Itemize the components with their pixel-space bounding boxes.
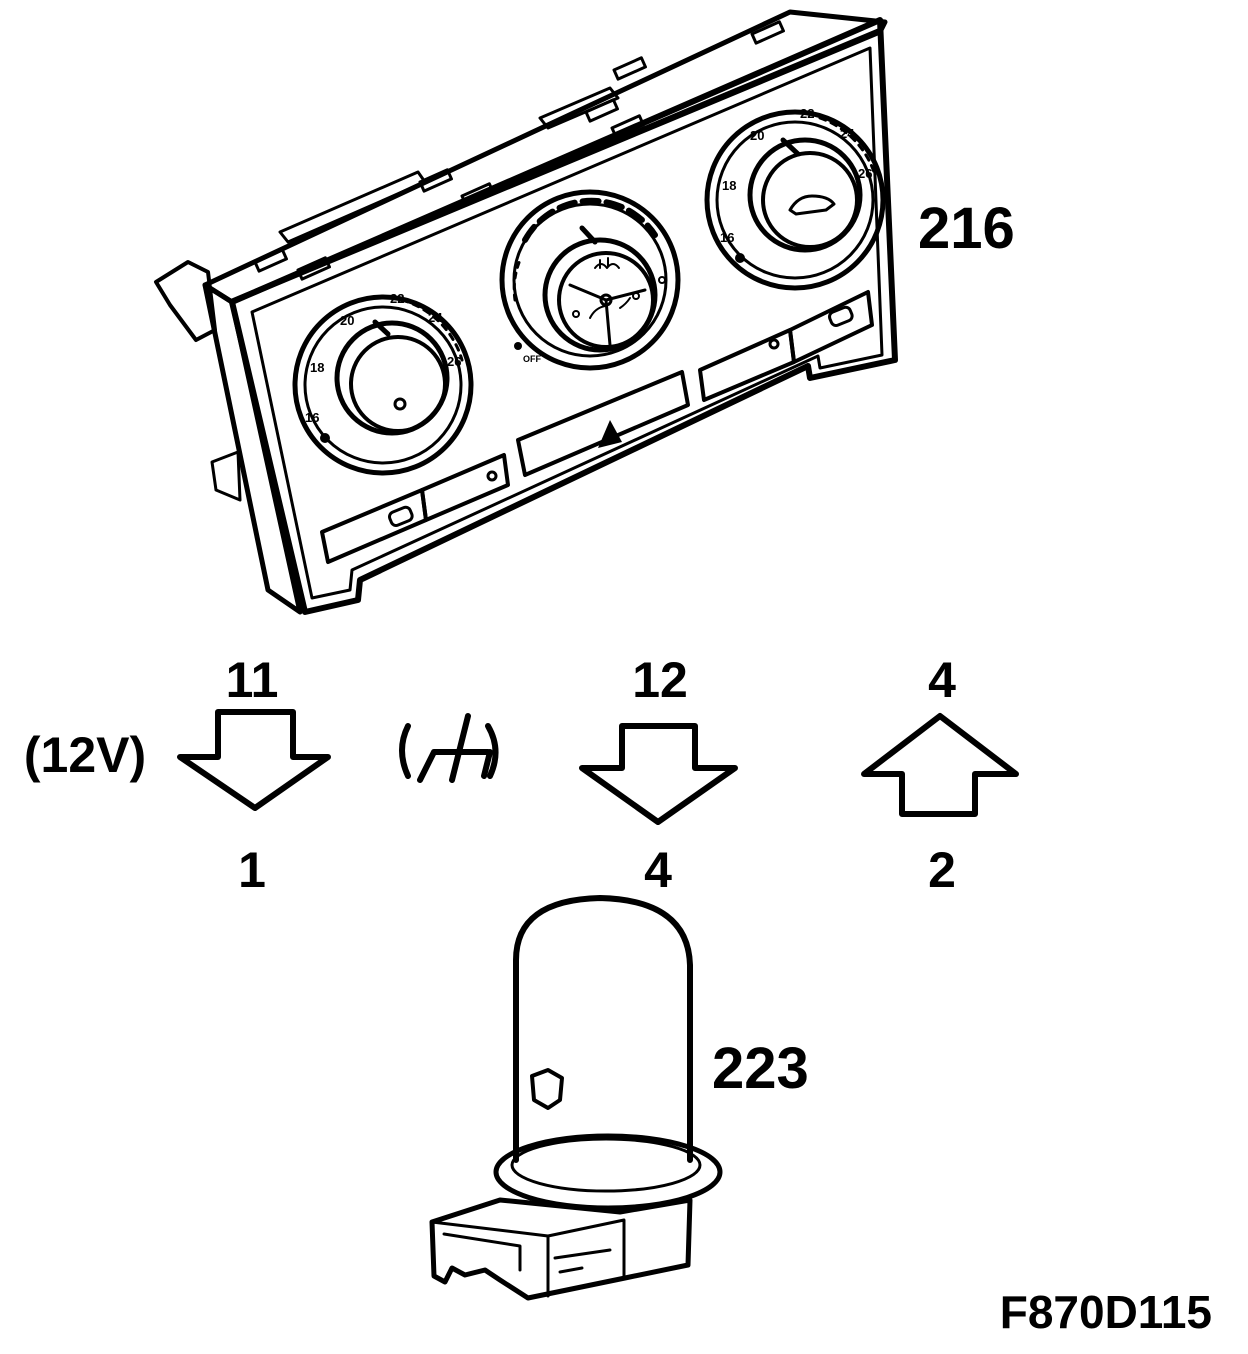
right-temperature-dial[interactable]: 16 18 20 22 24 26 bbox=[704, 106, 886, 291]
climate-control-panel: 16 18 20 22 24 26 OFF bbox=[154, 9, 898, 615]
supply-pin-group: 11 (12V) 1 bbox=[24, 652, 331, 898]
pin2-top-label: 4 bbox=[928, 652, 956, 708]
fan-mode-dial[interactable]: OFF bbox=[499, 189, 681, 371]
figure-code: F870D115 bbox=[1000, 1286, 1212, 1338]
left-dial-scale-20: 20 bbox=[340, 313, 354, 328]
right-dial-scale-20: 20 bbox=[750, 128, 764, 143]
supply-pin-bottom-label: 1 bbox=[238, 842, 266, 898]
pin4-top-label: 12 bbox=[632, 652, 688, 708]
bulb-part-number: 223 bbox=[712, 1036, 809, 1101]
right-dial-scale-26: 26 bbox=[858, 166, 872, 181]
pin4-bottom-label: 4 bbox=[644, 842, 672, 898]
panel-part-number: 216 bbox=[918, 196, 1015, 261]
left-dial-scale-22: 22 bbox=[390, 291, 404, 306]
down-arrow-icon bbox=[579, 723, 738, 825]
left-dial-scale-18: 18 bbox=[310, 360, 324, 375]
right-dial-scale-24: 24 bbox=[840, 126, 855, 141]
pin2-group: 4 2 bbox=[861, 652, 1019, 898]
supply-voltage-note: (12V) bbox=[24, 727, 146, 783]
left-temperature-dial[interactable]: 16 18 20 22 24 26 bbox=[292, 291, 474, 476]
up-arrow-icon bbox=[861, 713, 1019, 817]
right-dial-scale-16: 16 bbox=[720, 230, 734, 245]
left-dial-scale-24: 24 bbox=[428, 310, 443, 325]
recirculation-button-left[interactable] bbox=[420, 453, 510, 522]
ground-symbol-group bbox=[399, 713, 499, 783]
bulb-with-socket bbox=[429, 895, 723, 1301]
rear-defrost-button[interactable] bbox=[320, 488, 428, 564]
supply-pin-top-label: 11 bbox=[226, 652, 279, 708]
center-dial-off-label: OFF bbox=[523, 354, 541, 364]
front-defrost-button[interactable] bbox=[788, 290, 874, 364]
hazard-button[interactable] bbox=[516, 370, 690, 477]
right-dial-scale-18: 18 bbox=[722, 178, 736, 193]
left-dial-scale-26: 26 bbox=[447, 354, 461, 369]
left-dial-scale-16: 16 bbox=[305, 410, 319, 425]
down-arrow-icon bbox=[177, 709, 331, 811]
ground-icon bbox=[399, 713, 499, 783]
pin2-bottom-label: 2 bbox=[928, 842, 956, 898]
hazard-triangle-icon bbox=[598, 420, 622, 448]
right-dial-scale-22: 22 bbox=[800, 106, 814, 121]
pin4-group: 12 4 bbox=[579, 652, 738, 898]
